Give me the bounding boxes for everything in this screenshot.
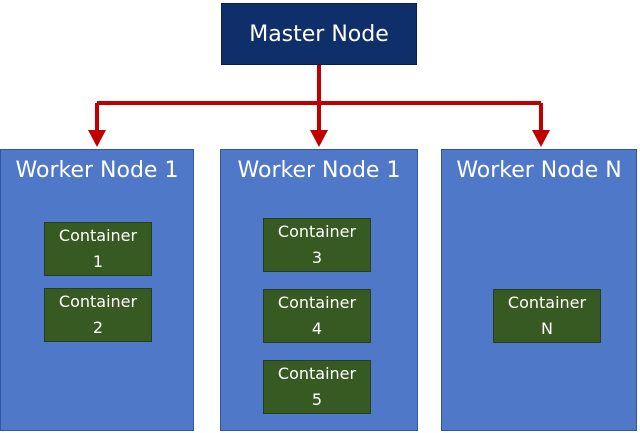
container-label: Container xyxy=(277,364,357,383)
arrowhead-worker-2 xyxy=(310,130,328,147)
arrowhead-worker-3 xyxy=(532,130,550,147)
master-node-label: Master Node xyxy=(249,21,389,47)
container-label: Container xyxy=(277,222,357,241)
container-n: Container N xyxy=(493,289,601,343)
worker-node-title: Worker Node 1 xyxy=(237,158,401,183)
container-label: Container xyxy=(507,293,587,312)
container-5: Container 5 xyxy=(263,360,371,414)
worker-node-n: Worker Node N Container N xyxy=(441,149,637,431)
container-label: Container xyxy=(58,226,138,245)
container-1: Container 1 xyxy=(44,222,152,276)
worker-node-2: Worker Node 1 Container 3 Container 4 Co… xyxy=(220,149,418,431)
container-number: 5 xyxy=(311,390,323,409)
worker-node-title: Worker Node 1 xyxy=(15,158,179,183)
arrowhead-worker-1 xyxy=(88,130,106,147)
container-4: Container 4 xyxy=(263,289,371,343)
worker-node-title: Worker Node N xyxy=(456,158,622,183)
worker-node-1: Worker Node 1 Container 1 Container 2 xyxy=(0,149,194,431)
master-node: Master Node xyxy=(221,3,417,65)
container-label: Container xyxy=(277,293,357,312)
container-number: 4 xyxy=(311,319,323,338)
container-number: 3 xyxy=(311,248,323,267)
container-label: Container xyxy=(58,292,138,311)
container-2: Container 2 xyxy=(44,288,152,342)
container-number: 1 xyxy=(92,252,104,271)
container-number: N xyxy=(541,319,553,338)
container-number: 2 xyxy=(92,318,104,337)
container-3: Container 3 xyxy=(263,218,371,272)
